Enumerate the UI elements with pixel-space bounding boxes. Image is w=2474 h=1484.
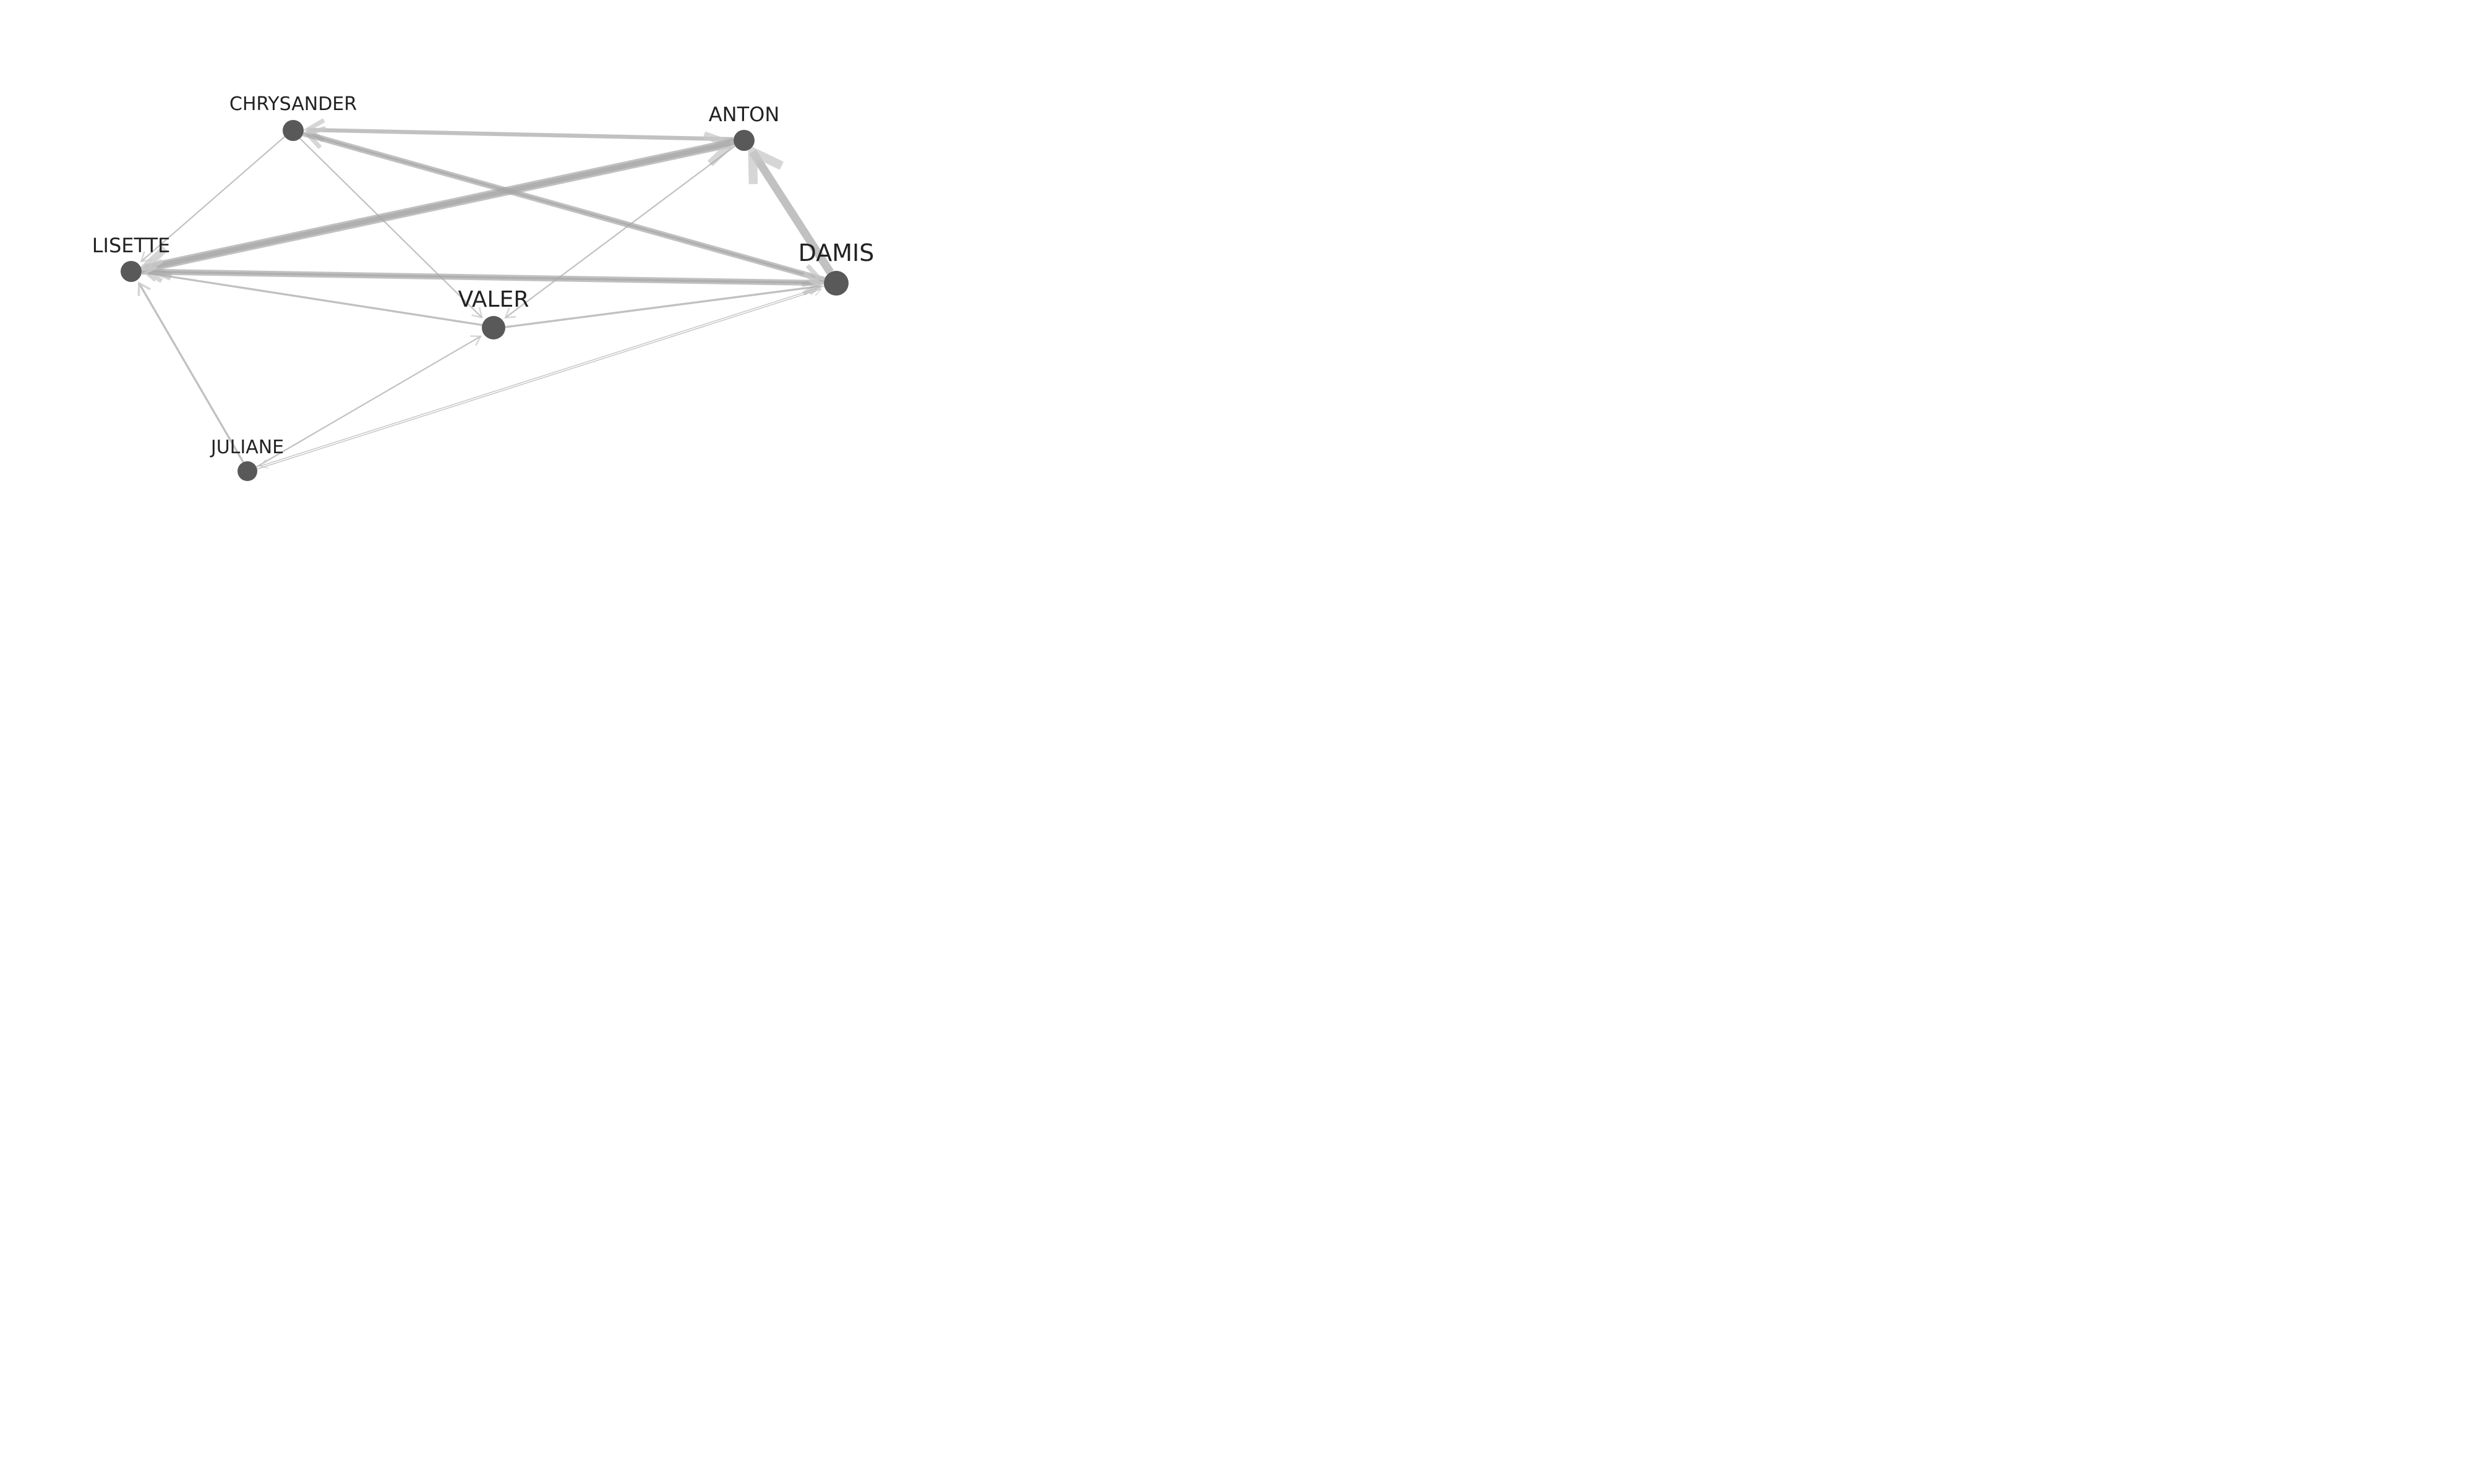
nodes-layer: CHRYSANDER ANTON LISETTE DAMIS VALER JULIANE	[92, 93, 875, 481]
edge-anton-to-chrysander	[303, 118, 734, 142]
node-circle	[283, 120, 304, 141]
edge-juliane-to-damis	[257, 286, 823, 470]
node-juliane: JULIANE	[210, 437, 284, 481]
node-label: DAMIS	[798, 239, 875, 267]
node-chrysander: CHRYSANDER	[229, 93, 357, 141]
network-diagram: CHRYSANDER ANTON LISETTE DAMIS VALER JULIANE	[0, 0, 970, 582]
edge-arrowhead	[802, 271, 824, 296]
edge-line	[260, 286, 824, 467]
node-label: LISETTE	[92, 234, 171, 257]
node-circle	[482, 316, 505, 339]
edge-chrysander-to-lisette	[140, 136, 285, 263]
edge-valer-to-lisette	[143, 267, 482, 326]
edge-line	[145, 271, 482, 326]
node-damis: DAMIS	[798, 239, 875, 296]
node-valer: VALER	[458, 287, 529, 339]
edge-line	[302, 132, 821, 282]
node-label: JULIANE	[210, 437, 284, 458]
edge-line	[299, 138, 482, 318]
node-circle	[824, 271, 849, 296]
edge-line	[256, 335, 481, 468]
edge-juliane-to-lisette	[137, 281, 244, 463]
edge-arrowhead	[471, 307, 483, 319]
edge-arrowhead	[137, 281, 151, 296]
edge-arrowhead	[470, 335, 482, 346]
edge-chrysander-to-damis	[302, 132, 825, 288]
edge-line	[505, 285, 821, 328]
edge-damis-to-anton	[748, 144, 834, 275]
network-graph-svg: CHRYSANDER ANTON LISETTE DAMIS VALER JULIANE	[92, 93, 875, 481]
node-circle	[238, 461, 257, 481]
edge-line	[138, 283, 244, 463]
node-label: VALER	[458, 287, 529, 312]
edge-lisette-to-damis	[141, 270, 824, 296]
node-circle	[121, 261, 142, 282]
edge-arrowhead	[748, 144, 784, 184]
edge-damis-to-chrysander	[302, 126, 826, 281]
edge-chrysander-to-valer	[299, 138, 483, 319]
edge-arrowhead	[504, 307, 516, 319]
edge-line	[257, 288, 821, 470]
edge-line	[749, 149, 834, 275]
edge-anton-to-valer	[504, 145, 736, 319]
edge-line	[505, 145, 736, 318]
edge-line	[307, 127, 734, 142]
node-anton: ANTON	[709, 103, 780, 151]
edge-arrowhead	[140, 251, 152, 263]
edge-damis-to-juliane	[259, 286, 824, 469]
edge-arrowhead	[259, 459, 269, 469]
edge-arrowhead	[143, 267, 158, 282]
node-label: CHRYSANDER	[229, 93, 357, 115]
edge-line	[140, 136, 285, 262]
edge-line	[141, 270, 821, 286]
edge-juliane-to-valer	[256, 335, 482, 468]
node-lisette: LISETTE	[92, 234, 171, 282]
edge-line	[144, 138, 735, 271]
edges-layer	[137, 118, 834, 470]
node-circle	[734, 130, 755, 151]
node-label: ANTON	[709, 103, 780, 126]
edge-arrowhead	[812, 286, 823, 296]
